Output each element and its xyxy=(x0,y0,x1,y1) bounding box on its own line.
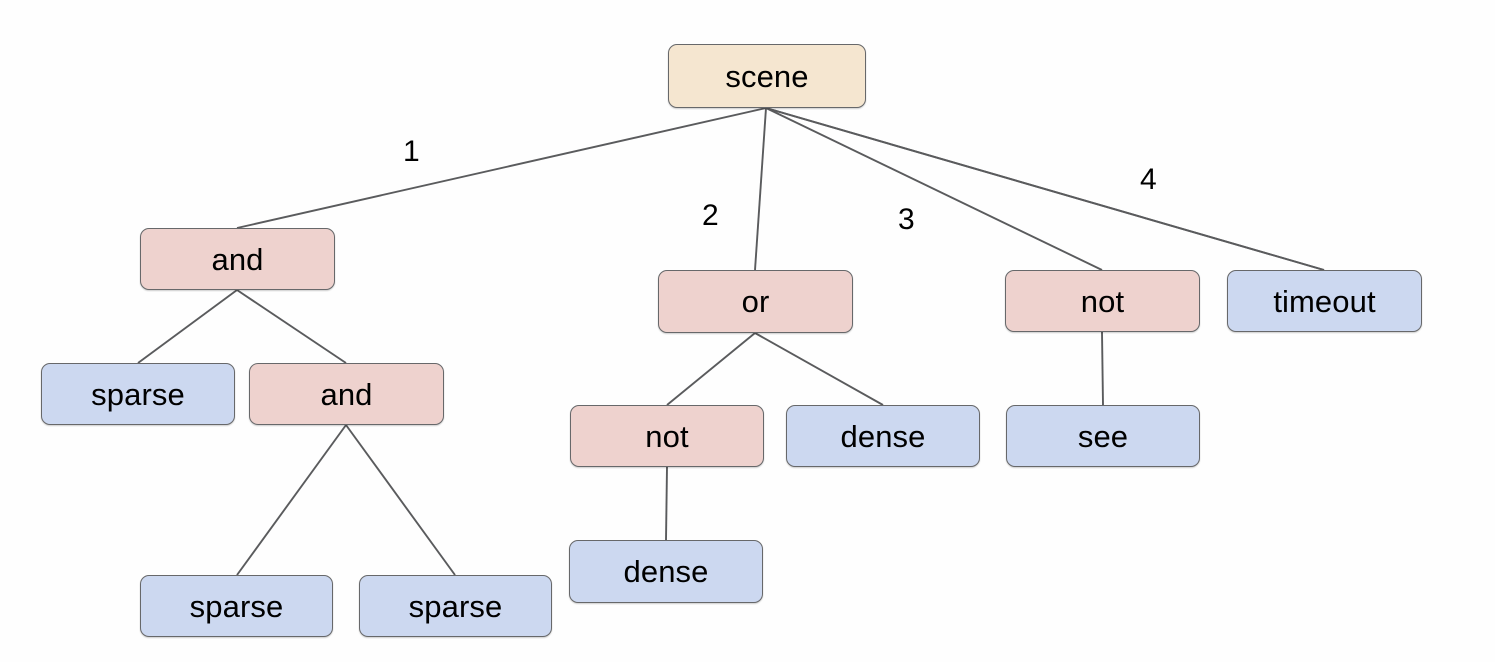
node-label: and xyxy=(211,241,264,277)
node-label: see xyxy=(1077,418,1129,454)
node-sparse2[interactable]: sparse xyxy=(140,575,333,637)
node-label: sparse xyxy=(91,376,185,412)
node-sparse3[interactable]: sparse xyxy=(359,575,552,637)
node-and2[interactable]: and xyxy=(249,363,444,425)
node-or1[interactable]: or xyxy=(658,270,853,333)
edge-and2-to-sparse3 xyxy=(345,424,456,576)
edge-label-2: 2 xyxy=(702,199,719,232)
node-label: not xyxy=(645,418,689,454)
edge-scene-to-timeout1_tail xyxy=(765,107,1325,271)
node-label: sparse xyxy=(408,588,503,624)
node-label: scene xyxy=(725,58,809,94)
node-label: dense xyxy=(623,554,709,589)
edge-scene-to-not2 xyxy=(765,107,1103,271)
edge-or1-to-not1 xyxy=(666,332,756,406)
edge-scene-to-timeout1 xyxy=(765,107,1325,271)
edge-not2-to-see1 xyxy=(1101,331,1104,406)
edge-and1-to-and2 xyxy=(236,289,347,364)
node-timeout1[interactable]: timeout xyxy=(1227,270,1422,332)
node-see1[interactable]: see xyxy=(1006,405,1200,467)
node-dense1[interactable]: dense xyxy=(786,405,980,467)
node-not2[interactable]: not xyxy=(1005,270,1200,332)
edge-and2-to-sparse2 xyxy=(236,424,347,576)
edge-label-3: 3 xyxy=(898,203,915,236)
node-label: dense xyxy=(840,418,926,454)
node-and1[interactable]: and xyxy=(140,228,335,290)
edge-or1-to-dense1 xyxy=(754,332,884,406)
edge-label-1: 1 xyxy=(403,135,420,168)
node-not1[interactable]: not xyxy=(570,405,764,467)
edge-and1-to-sparse1 xyxy=(137,289,238,364)
node-sparse1[interactable]: sparse xyxy=(41,363,235,425)
node-label: sparse xyxy=(189,588,284,624)
edge-scene-to-and1 xyxy=(236,107,767,229)
edge-scene-to-or1 xyxy=(754,107,767,271)
node-label: or xyxy=(741,284,770,319)
edge-label-4: 4 xyxy=(1140,163,1157,196)
node-scene[interactable]: scene xyxy=(668,44,866,108)
node-dense2[interactable]: dense xyxy=(569,540,763,603)
edge-not1-to-dense2 xyxy=(665,466,668,541)
node-label: and xyxy=(320,376,373,412)
node-label: timeout xyxy=(1273,283,1376,319)
node-label: not xyxy=(1080,283,1125,319)
